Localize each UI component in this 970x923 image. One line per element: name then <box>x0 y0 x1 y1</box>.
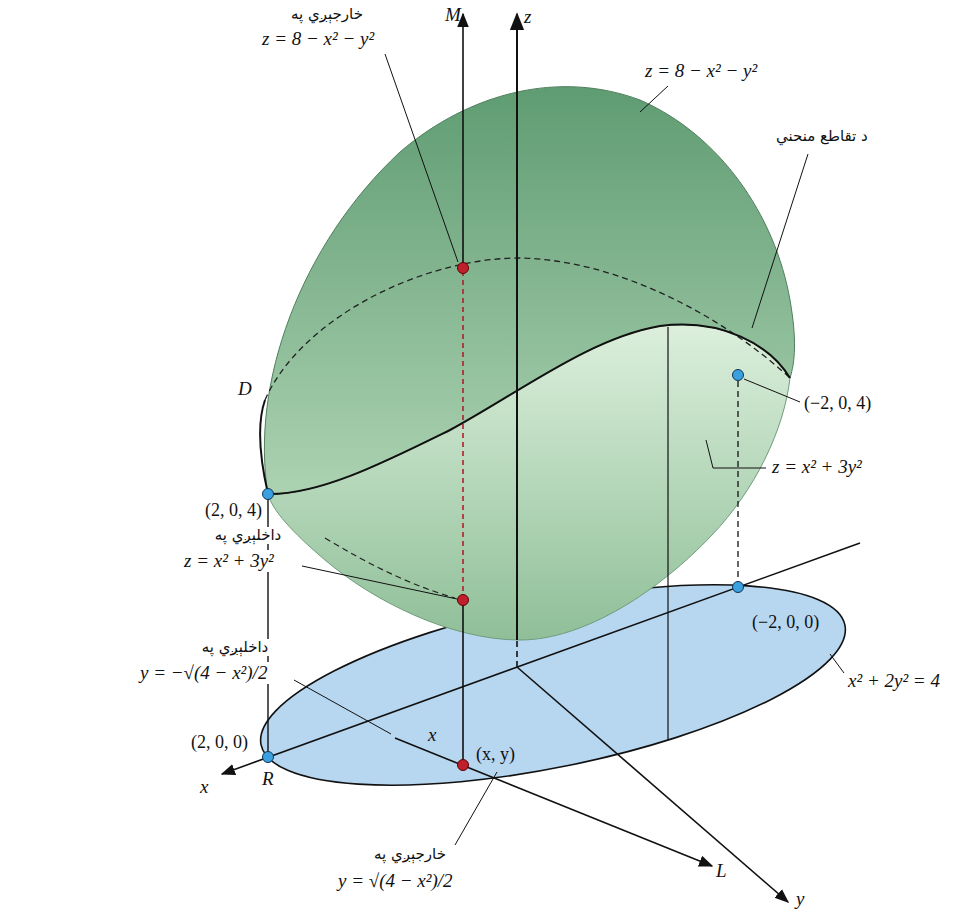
vertical-line <box>737 375 738 587</box>
leader-line <box>830 654 844 673</box>
point-dot <box>263 489 274 500</box>
boundary-equation: y = −√(4 − x²)/2 <box>138 662 269 684</box>
x-axis <box>222 543 860 774</box>
leader-line <box>640 86 668 112</box>
axis-label: z <box>524 6 531 28</box>
m-line <box>462 14 464 268</box>
point-label: (x, y) <box>476 744 515 765</box>
curve-label: د تقاطع منحني <box>776 128 868 145</box>
point-label: (−2, 0, 0) <box>752 612 819 633</box>
axis-label: y <box>796 888 804 910</box>
upper-paraboloid <box>264 87 794 494</box>
surface-equation: z = 8 − x² − y² <box>645 60 757 82</box>
point-dot <box>733 582 744 593</box>
intersection-curve <box>268 325 790 494</box>
point-dot <box>263 752 274 763</box>
leader-line <box>385 54 458 262</box>
point-label: (−2, 0, 4) <box>804 393 871 414</box>
leader-line <box>744 379 800 402</box>
surface-equation: z = x² + 3y² <box>182 550 276 572</box>
surface-equation: z = 8 − x² − y² <box>262 28 374 50</box>
point-dot <box>458 263 469 274</box>
m-line-inside <box>462 268 464 600</box>
m-line <box>462 600 464 765</box>
leader-line <box>706 440 766 468</box>
surface-equation: z = x² + 3y² <box>772 456 862 478</box>
vertical-line <box>667 327 668 740</box>
coordinate-label: x <box>428 724 436 746</box>
point-dot <box>733 370 744 381</box>
intersection-curve <box>260 400 268 494</box>
point-label: (2, 0, 0) <box>189 732 250 753</box>
leader-line <box>752 154 808 328</box>
callout-text: خارجېږي په <box>291 6 363 23</box>
point-label: (2, 0, 4) <box>205 500 262 521</box>
line-label: L <box>716 860 727 882</box>
region-equation: x² + 2y² = 4 <box>848 670 940 692</box>
boundary-equation: y = √(4 − x²)/2 <box>338 870 453 892</box>
region-label: R <box>262 768 274 790</box>
y-axis <box>517 667 788 902</box>
callout-text: خارجېږي په <box>374 846 446 863</box>
axis-label: x <box>200 776 208 798</box>
z-axis <box>516 14 518 640</box>
point-dot <box>458 595 469 606</box>
point-dot <box>458 760 469 771</box>
axis-label: M <box>445 4 461 26</box>
leader-line <box>455 772 497 845</box>
callout-text: داخلېږي په <box>213 527 284 544</box>
callout-text: داخلېږي په <box>200 639 271 656</box>
leader-line <box>294 680 391 734</box>
leader-line <box>302 566 457 599</box>
curve-label: D <box>238 378 252 400</box>
hidden-intersection-curve <box>265 258 790 400</box>
hidden-edge <box>325 538 455 598</box>
z-axis <box>516 640 518 667</box>
